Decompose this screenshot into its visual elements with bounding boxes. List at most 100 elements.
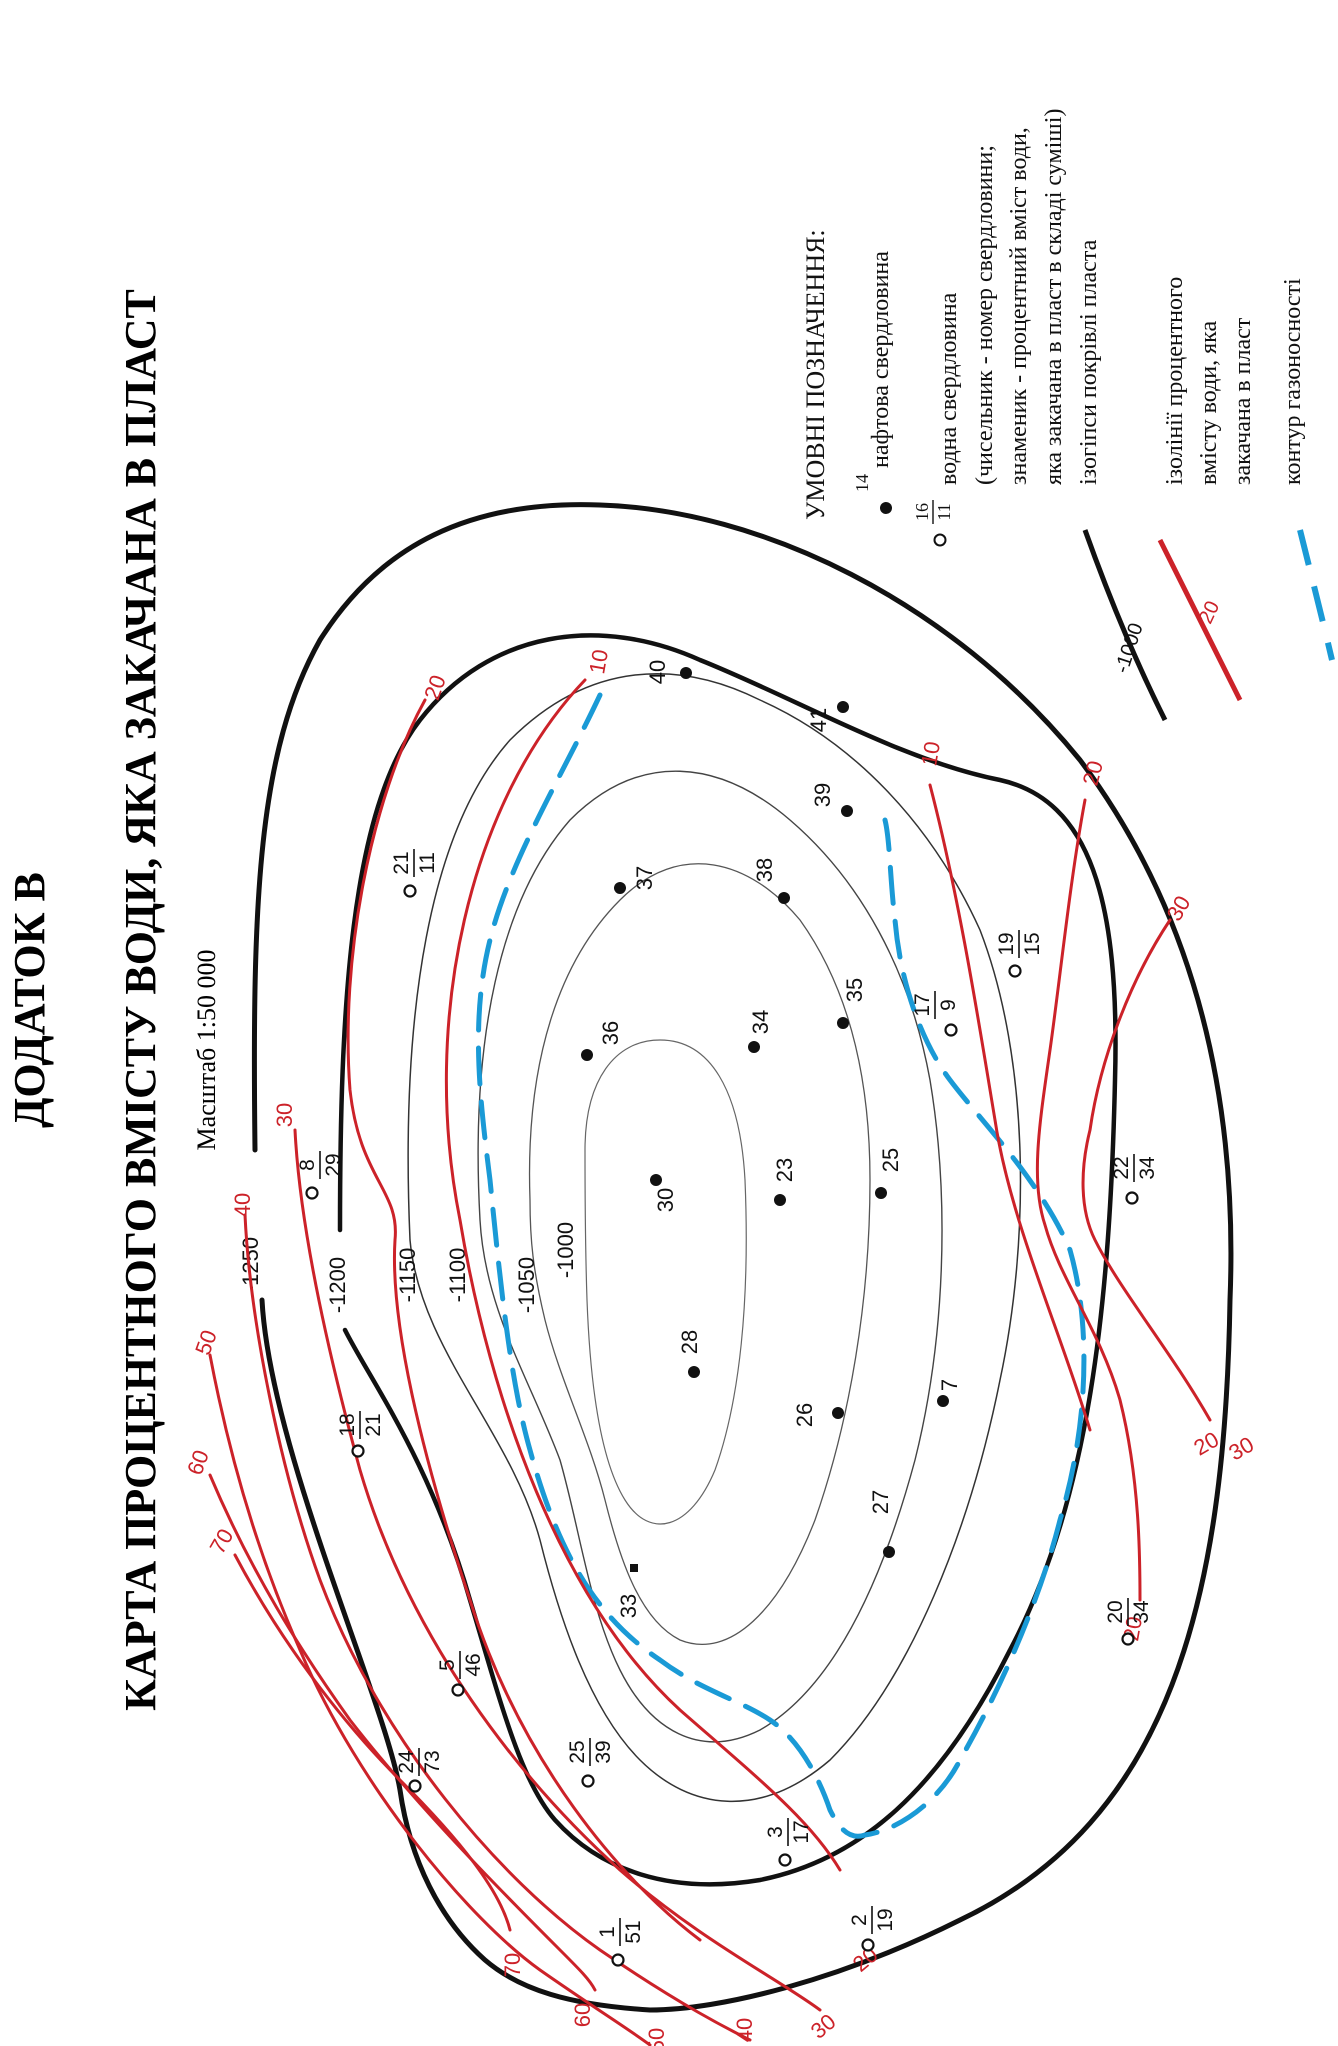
map-scale: Масштаб 1:50 000 (192, 950, 221, 1151)
legend: УМОВНІ ПОЗНАЧЕННЯ: 14 нафтова свердловин… (801, 109, 1335, 722)
legend-isohypse-symbol (1082, 529, 1168, 722)
isohypse-1250 (251, 502, 1234, 2013)
isoline-50 (208, 1353, 652, 2046)
isoline-20-ne (1035, 798, 1142, 1602)
isoline-label: 60 (570, 2003, 595, 2027)
isoline-20-nw (346, 698, 702, 1942)
water-well-number: 17 (911, 993, 934, 1016)
water-well-percent: 17 (790, 1820, 813, 1843)
water-well-percent: 46 (462, 1653, 485, 1676)
legend-oil-well-sample: 14 (852, 474, 872, 492)
map-title: КАРТА ПРОЦЕНТНОГО ВМІСТУ ВОДИ, ЯКА ЗАКАЧ… (116, 289, 165, 1711)
water-well-percent: 34 (1130, 1600, 1153, 1624)
legend-water-well-line-4: яка закачана в пласт в складі суміші) (1041, 109, 1067, 485)
water-well-number: 22 (1110, 1156, 1133, 1179)
legend-isoline-line-3: закачана в пласт (1230, 317, 1256, 485)
legend-water-well-numerator: 16 (912, 503, 932, 521)
oil-well-label: 41 (806, 708, 831, 732)
isoline-label: 40 (732, 2018, 757, 2042)
water-well-percent: 73 (421, 1750, 444, 1773)
oil-well-label: 27 (868, 1490, 893, 1514)
oil-well-label: 39 (810, 783, 835, 807)
isohypse-label-1000: -1000 (553, 1222, 578, 1278)
isoline-label: 50 (644, 2028, 669, 2046)
isoline-10-east (928, 783, 1092, 1432)
oil-well-label: 38 (752, 858, 777, 882)
water-well-number: 1 (596, 1926, 619, 1938)
water-well-number: 8 (296, 1159, 319, 1171)
legend-water-well-symbol (933, 533, 947, 547)
legend-isoline-symbol (1157, 538, 1243, 702)
isoline-label: 30 (806, 2009, 841, 2044)
isoline-70 (233, 1553, 512, 1932)
water-well-percent: 11 (416, 852, 439, 874)
water-well-percent: 9 (937, 999, 960, 1011)
isoline-30-n (1081, 918, 1212, 1422)
oil-well-label: 25 (878, 1148, 903, 1172)
oil-well-label: 40 (645, 660, 670, 684)
isoline-label: 60 (182, 1447, 214, 1479)
water-well-percent: 51 (622, 1920, 645, 1943)
oil-well-label: 34 (748, 1010, 773, 1034)
isohypse-1100 (477, 770, 943, 1743)
oil-well-label: 37 (632, 866, 657, 890)
isoline-label: 40 (230, 1193, 255, 1217)
water-well-percent: 19 (874, 1908, 897, 1931)
water-well-number: 21 (390, 851, 413, 874)
water-well-number: 2 (848, 1914, 871, 1926)
water-well-percent: 34 (1136, 1156, 1159, 1180)
isoline-label: 30 (272, 1103, 297, 1127)
water-well-number: 20 (1104, 1600, 1127, 1623)
appendix-title: ДОДАТОК В (5, 872, 54, 1128)
isoline-60 (208, 1473, 597, 1992)
isohypse-1150 (407, 673, 1022, 1802)
water-well-percent: 15 (1021, 932, 1044, 955)
isoline-label: 30 (1224, 1432, 1258, 1466)
legend-water-well-line-2: (чисельник - номер свердловини; (972, 145, 998, 485)
isoline-label: 20 (419, 672, 451, 704)
legend-oil-well-symbol (880, 502, 892, 514)
legend-oil-well-text: нафтова свердловина (868, 251, 894, 468)
isoline-label: 10 (916, 739, 945, 767)
isohypse-label-1150: -1150 (395, 1248, 420, 1303)
oil-well-label: 7 (937, 1379, 962, 1391)
legend-gas-contour-symbol (1297, 529, 1335, 661)
oil-well-label: 26 (792, 1403, 817, 1427)
water-well-number: 18 (336, 1413, 359, 1436)
legend-isoline-line-1: ізолінії процентного (1162, 277, 1188, 485)
legend-isohypse-text: ізогіпси покрівлі пласта (1076, 239, 1102, 485)
gas-contour (475, 692, 1087, 1839)
oil-well-label: 23 (772, 1158, 797, 1182)
isoline-label: 70 (500, 1953, 525, 1977)
water-well-number: 3 (764, 1826, 787, 1838)
isoline-30-w (293, 1128, 822, 2012)
isohypse-1050 (528, 863, 871, 1645)
isoline-label: 30 (1162, 891, 1196, 925)
water-well-percent: 21 (362, 1413, 385, 1436)
oil-well-label: 28 (677, 1330, 702, 1354)
legend-heading: УМОВНІ ПОЗНАЧЕННЯ: (801, 229, 830, 520)
isohypse-label-1200: -1200 (325, 1257, 350, 1313)
isoline-label: 10 (584, 647, 613, 675)
isoline-40 (243, 1213, 752, 2042)
oil-well-label: 30 (653, 1188, 678, 1212)
isoline-10-west (444, 678, 842, 1872)
isoline-label: 50 (190, 1327, 222, 1359)
legend-gas-contour-text: контур газоносності (1280, 278, 1306, 485)
legend-isoline-line-2: вмісту води, яка (1196, 321, 1222, 485)
water-well-percent: 29 (322, 1153, 345, 1176)
isoline-label: 20 (1189, 1427, 1223, 1461)
water-well-number: 25 (566, 1740, 589, 1763)
isoline-label: 20 (1078, 758, 1108, 788)
isohypse-1000 (584, 1039, 747, 1525)
water-well-number: 19 (995, 932, 1018, 955)
isohypse-label-1050: -1050 (514, 1257, 539, 1313)
legend-water-well-line-1: водна свердловина (936, 292, 962, 485)
legend-water-well-line-3: знаменик - процентний вміст води, (1006, 127, 1032, 485)
oil-well-label: 33 (616, 1594, 641, 1618)
oil-well-label: 35 (842, 978, 867, 1002)
water-well-percent: 39 (592, 1740, 615, 1763)
oil-well-label: 36 (598, 1021, 623, 1045)
